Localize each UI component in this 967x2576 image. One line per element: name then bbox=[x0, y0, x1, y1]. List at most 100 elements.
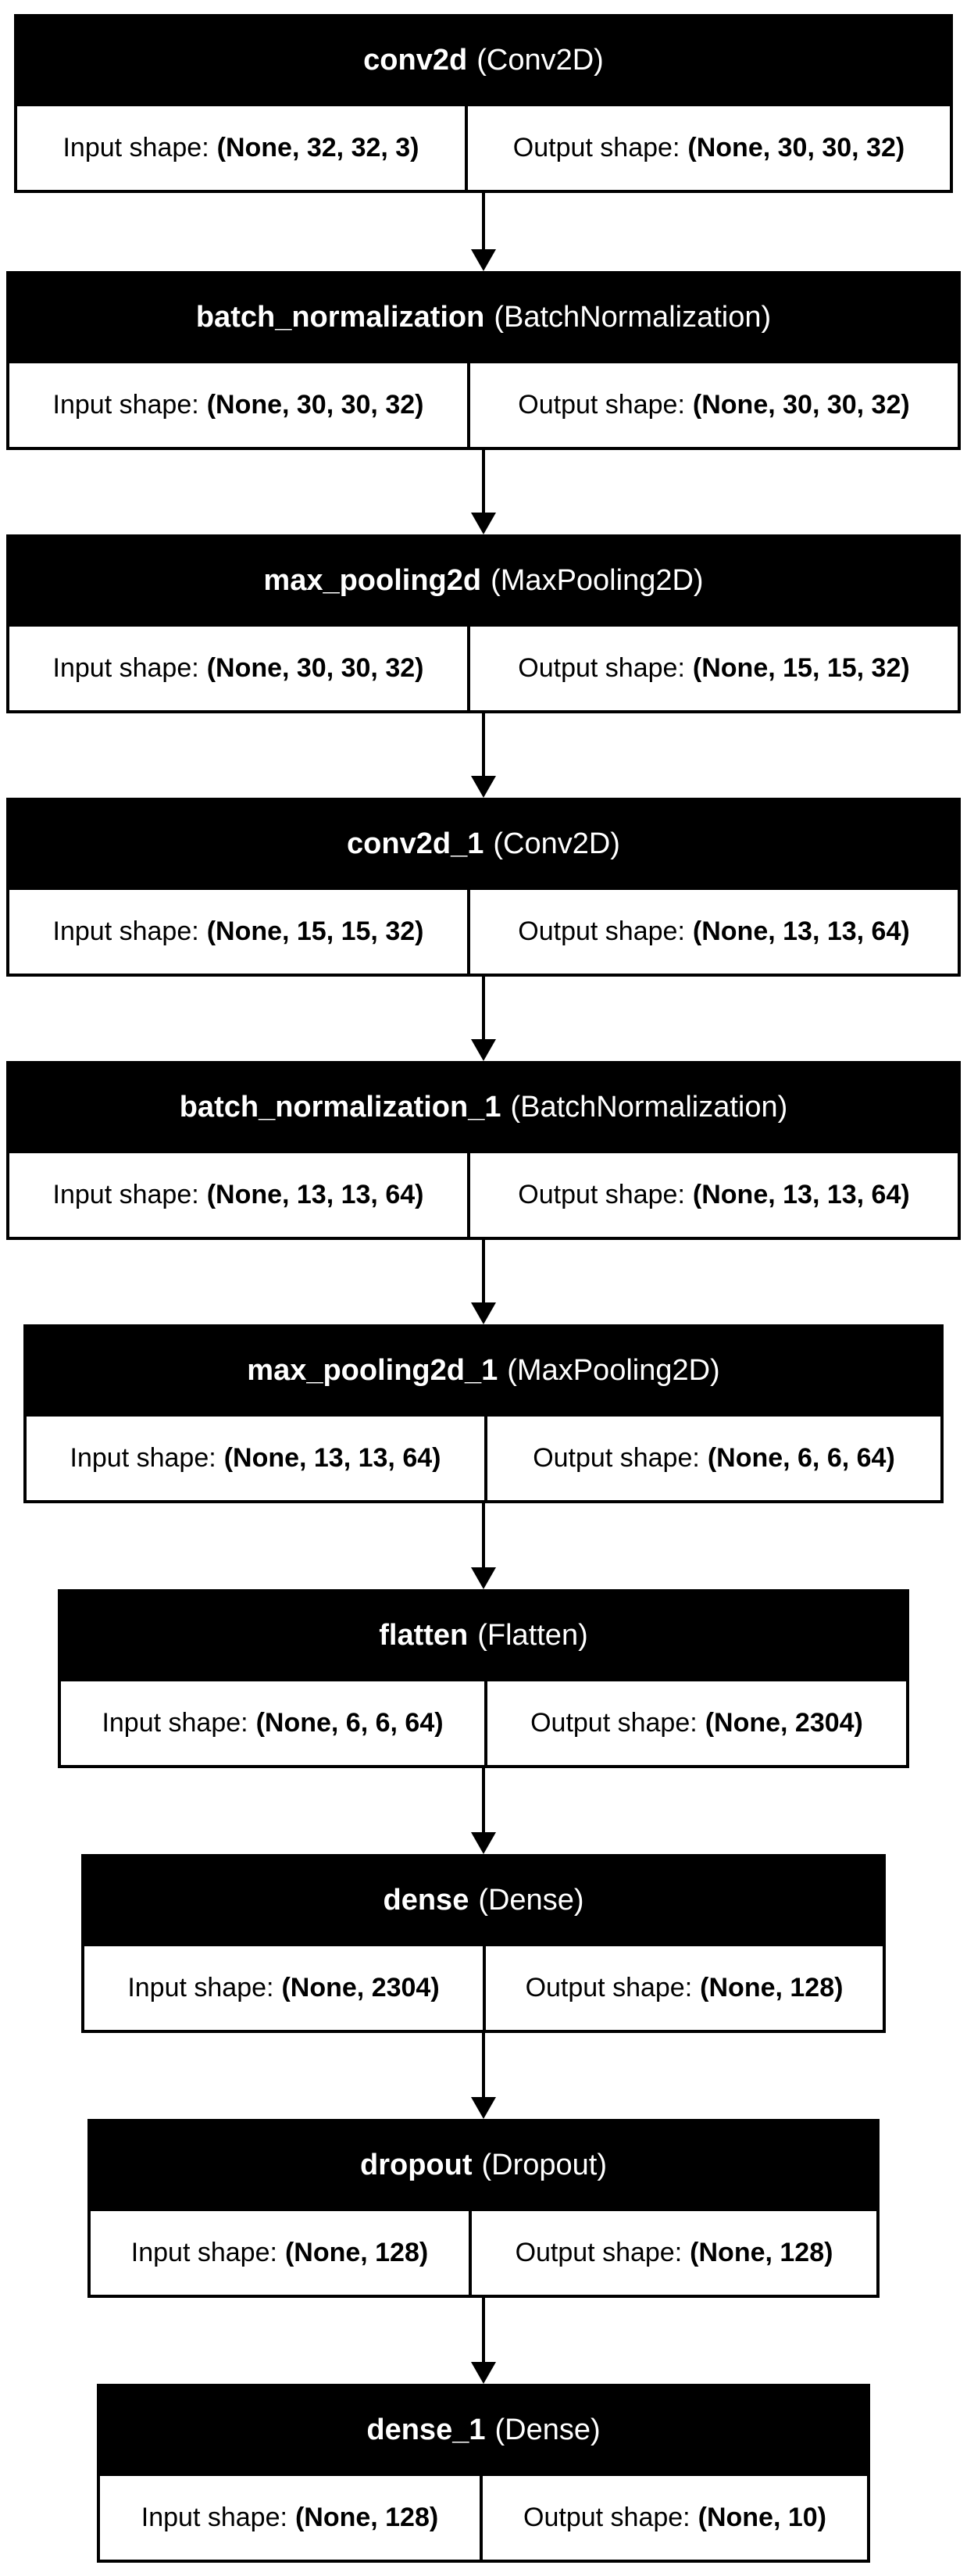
input-shape-label: Input shape: bbox=[127, 1973, 274, 2003]
layer-header: conv2d_1 (Conv2D) bbox=[9, 801, 958, 887]
input-shape-value: (None, 2304) bbox=[281, 1973, 440, 2003]
input-shape-value: (None, 128) bbox=[294, 2503, 439, 2532]
layer-name: conv2d bbox=[363, 43, 468, 77]
input-shape-value: (None, 6, 6, 64) bbox=[255, 1708, 444, 1738]
layer-type: (BatchNormalization) bbox=[494, 300, 772, 334]
input-shape-value: (None, 15, 15, 32) bbox=[206, 916, 424, 946]
input-shape-label: Input shape: bbox=[52, 1180, 199, 1209]
layer-name: max_pooling2d_1 bbox=[247, 1353, 498, 1387]
flow-arrow bbox=[471, 193, 496, 271]
input-shape-value: (None, 30, 30, 32) bbox=[206, 390, 424, 420]
output-shape-cell: Output shape: (None, 13, 13, 64) bbox=[470, 890, 958, 974]
layer-header: batch_normalization_1 (BatchNormalizatio… bbox=[9, 1064, 958, 1150]
input-shape-cell: Input shape: (None, 32, 32, 3) bbox=[17, 106, 465, 190]
output-shape-label: Output shape: bbox=[523, 2503, 690, 2532]
layer-type: (Dropout) bbox=[481, 2148, 608, 2181]
layer-header: flatten (Flatten) bbox=[61, 1592, 906, 1678]
flow-arrow bbox=[471, 977, 496, 1061]
input-shape-label: Input shape: bbox=[52, 390, 199, 420]
layer-node: batch_normalization_1 (BatchNormalizatio… bbox=[6, 1061, 961, 1240]
layer-header: dropout (Dropout) bbox=[91, 2122, 876, 2208]
output-shape-cell: Output shape: (None, 13, 13, 64) bbox=[470, 1153, 958, 1237]
layer-node: flatten (Flatten) Input shape: (None, 6,… bbox=[58, 1589, 909, 1768]
output-shape-value: (None, 13, 13, 64) bbox=[692, 1180, 910, 1209]
layer-header: dense (Dense) bbox=[84, 1857, 883, 1943]
layer-header: max_pooling2d_1 (MaxPooling2D) bbox=[27, 1327, 940, 1413]
layer-node: dropout (Dropout) Input shape: (None, 12… bbox=[87, 2119, 880, 2298]
layer-header: dense_1 (Dense) bbox=[100, 2387, 867, 2473]
layer-node: conv2d_1 (Conv2D) Input shape: (None, 15… bbox=[6, 798, 961, 977]
layer-node: conv2d (Conv2D) Input shape: (None, 32, … bbox=[14, 14, 953, 193]
output-shape-cell: Output shape: (None, 128) bbox=[486, 1946, 883, 2030]
flow-arrow bbox=[471, 2298, 496, 2384]
output-shape-value: (None, 128) bbox=[700, 1973, 844, 2003]
input-shape-cell: Input shape: (None, 13, 13, 64) bbox=[9, 1153, 467, 1237]
input-shape-label: Input shape: bbox=[130, 2238, 277, 2267]
input-shape-label: Input shape: bbox=[102, 1708, 248, 1738]
output-shape-value: (None, 30, 30, 32) bbox=[687, 133, 905, 163]
layer-header: batch_normalization (BatchNormalization) bbox=[9, 274, 958, 360]
input-shape-value: (None, 128) bbox=[284, 2238, 429, 2267]
output-shape-cell: Output shape: (None, 30, 30, 32) bbox=[470, 363, 958, 447]
output-shape-label: Output shape: bbox=[518, 1180, 685, 1209]
layer-node: dense_1 (Dense) Input shape: (None, 128)… bbox=[97, 2384, 870, 2563]
output-shape-label: Output shape: bbox=[515, 2238, 683, 2267]
layer-type: (Flatten) bbox=[477, 1618, 588, 1652]
layer-type: (BatchNormalization) bbox=[510, 1090, 788, 1124]
output-shape-cell: Output shape: (None, 2304) bbox=[487, 1681, 906, 1765]
output-shape-value: (None, 13, 13, 64) bbox=[692, 916, 910, 946]
input-shape-cell: Input shape: (None, 128) bbox=[100, 2476, 480, 2560]
input-shape-value: (None, 13, 13, 64) bbox=[206, 1180, 424, 1209]
output-shape-value: (None, 10) bbox=[698, 2503, 826, 2532]
flow-arrow bbox=[471, 1768, 496, 1854]
output-shape-value: (None, 15, 15, 32) bbox=[692, 653, 910, 683]
output-shape-value: (None, 128) bbox=[690, 2238, 833, 2267]
layer-type: (Dense) bbox=[494, 2413, 601, 2446]
layer-node: batch_normalization (BatchNormalization)… bbox=[6, 271, 961, 450]
layer-type: (Conv2D) bbox=[493, 827, 620, 860]
input-shape-label: Input shape: bbox=[141, 2503, 287, 2532]
layer-node: max_pooling2d_1 (MaxPooling2D) Input sha… bbox=[23, 1324, 944, 1503]
output-shape-label: Output shape: bbox=[512, 133, 680, 163]
layer-node: max_pooling2d (MaxPooling2D) Input shape… bbox=[6, 534, 961, 713]
output-shape-cell: Output shape: (None, 128) bbox=[472, 2211, 876, 2295]
output-shape-cell: Output shape: (None, 15, 15, 32) bbox=[470, 627, 958, 710]
flow-arrow bbox=[471, 450, 496, 534]
input-shape-label: Input shape: bbox=[52, 916, 199, 946]
layer-name: max_pooling2d bbox=[263, 563, 482, 597]
input-shape-label: Input shape: bbox=[62, 133, 209, 163]
output-shape-cell: Output shape: (None, 6, 6, 64) bbox=[487, 1417, 940, 1500]
input-shape-value: (None, 30, 30, 32) bbox=[206, 653, 424, 683]
output-shape-value: (None, 6, 6, 64) bbox=[707, 1443, 895, 1473]
flow-arrow bbox=[471, 2033, 496, 2119]
output-shape-cell: Output shape: (None, 10) bbox=[483, 2476, 867, 2560]
flow-arrow bbox=[471, 1240, 496, 1324]
input-shape-cell: Input shape: (None, 30, 30, 32) bbox=[9, 363, 467, 447]
layer-name: dense_1 bbox=[366, 2413, 486, 2446]
layer-name: batch_normalization bbox=[195, 300, 485, 334]
layer-type: (Conv2D) bbox=[476, 43, 604, 77]
layer-name: flatten bbox=[379, 1618, 469, 1652]
input-shape-value: (None, 32, 32, 3) bbox=[216, 133, 419, 163]
layer-name: dense bbox=[383, 1883, 469, 1917]
output-shape-label: Output shape: bbox=[518, 653, 685, 683]
layer-type: (MaxPooling2D) bbox=[507, 1353, 720, 1387]
layer-header: max_pooling2d (MaxPooling2D) bbox=[9, 538, 958, 623]
layer-type: (MaxPooling2D) bbox=[491, 563, 704, 597]
output-shape-label: Output shape: bbox=[533, 1443, 700, 1473]
input-shape-cell: Input shape: (None, 128) bbox=[91, 2211, 469, 2295]
output-shape-label: Output shape: bbox=[518, 390, 685, 420]
output-shape-label: Output shape: bbox=[530, 1708, 698, 1738]
layer-name: dropout bbox=[359, 2148, 473, 2181]
layer-header: conv2d (Conv2D) bbox=[17, 17, 950, 103]
input-shape-cell: Input shape: (None, 13, 13, 64) bbox=[27, 1417, 484, 1500]
layer-node: dense (Dense) Input shape: (None, 2304) … bbox=[81, 1854, 886, 2033]
input-shape-cell: Input shape: (None, 30, 30, 32) bbox=[9, 627, 467, 710]
output-shape-label: Output shape: bbox=[518, 916, 685, 946]
flow-arrow bbox=[471, 1503, 496, 1589]
output-shape-label: Output shape: bbox=[525, 1973, 693, 2003]
layer-name: batch_normalization_1 bbox=[179, 1090, 501, 1124]
input-shape-cell: Input shape: (None, 6, 6, 64) bbox=[61, 1681, 484, 1765]
input-shape-cell: Input shape: (None, 2304) bbox=[84, 1946, 483, 2030]
